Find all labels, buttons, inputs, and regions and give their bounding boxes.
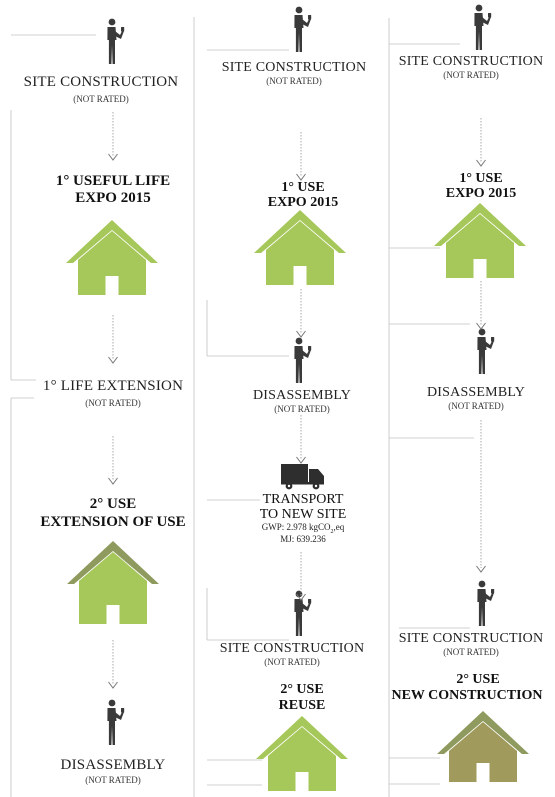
- down-arrow-icon: [476, 117, 486, 167]
- site-construction-label: SITE CONSTRUCTION: [398, 631, 544, 646]
- down-arrow-icon: [108, 111, 118, 161]
- truck-icon: [281, 464, 324, 490]
- site-construction-label: SITE CONSTRUCTION: [398, 54, 544, 69]
- first-use-title: 1° USE: [281, 180, 325, 195]
- house-icon: [66, 220, 158, 295]
- gwp-value: GWP: 2.978 kgCO2,eq: [261, 522, 345, 535]
- down-arrow-icon: [296, 288, 306, 338]
- connector-lines: [10, 17, 474, 797]
- person-standing-icon: [107, 18, 125, 65]
- not-rated-label: (NOT RATED): [73, 94, 129, 104]
- not-rated-label: (NOT RATED): [274, 404, 330, 414]
- transport-label: TRANSPORT: [262, 492, 344, 507]
- to-new-site-label: TO NEW SITE: [259, 507, 347, 522]
- not-rated-label: (NOT RATED): [85, 398, 141, 408]
- house-icon: [254, 210, 346, 285]
- expo-2015-title: EXPO 2015: [445, 186, 517, 201]
- down-arrow-icon: [296, 131, 306, 181]
- disassembly-label: DISASSEMBLY: [426, 385, 526, 400]
- reuse-title: REUSE: [278, 698, 326, 713]
- person-standing-icon: [477, 328, 495, 374]
- house-icon: [256, 716, 348, 791]
- not-rated-label: (NOT RATED): [264, 657, 320, 667]
- second-use-title: 2° USE: [89, 496, 137, 512]
- house-icon-extension: [67, 541, 159, 624]
- person-standing-icon: [294, 337, 312, 383]
- expo-2015-title: EXPO 2015: [75, 190, 151, 206]
- down-arrow-icon: [108, 435, 118, 485]
- not-rated-label: (NOT RATED): [266, 76, 322, 86]
- down-arrow-long: [476, 420, 486, 573]
- expo-2015-title: EXPO 2015: [267, 195, 339, 210]
- new-construction-title: NEW CONSTRUCTION: [391, 688, 543, 703]
- down-arrow-icon: [108, 639, 118, 689]
- person-standing-icon: [474, 4, 492, 51]
- site-construction-label: SITE CONSTRUCTION: [23, 74, 179, 90]
- down-arrow-icon: [296, 414, 306, 464]
- mj-value: MJ: 639.236: [280, 534, 326, 544]
- down-arrow-icon: [108, 314, 118, 364]
- person-standing-icon: [107, 699, 125, 745]
- not-rated-label: (NOT RATED): [443, 647, 499, 657]
- disassembly-label: DISASSEMBLY: [60, 757, 166, 773]
- house-icon: [434, 203, 526, 278]
- house-icon-new-construction: [437, 711, 529, 782]
- site-construction-label: SITE CONSTRUCTION: [219, 641, 365, 656]
- first-use-title: 1° USE: [459, 171, 503, 186]
- not-rated-label: (NOT RATED): [443, 70, 499, 80]
- not-rated-label: (NOT RATED): [448, 401, 504, 411]
- disassembly-label: DISASSEMBLY: [252, 388, 352, 403]
- person-standing-icon: [294, 6, 312, 53]
- second-use-title: 2° USE: [456, 672, 500, 687]
- not-rated-label: (NOT RATED): [85, 775, 141, 785]
- life-extension-label: 1° LIFE EXTENSION: [42, 378, 184, 394]
- useful-life-title: 1° USEFUL LIFE: [55, 173, 171, 189]
- down-arrow-icon: [476, 280, 486, 330]
- extension-of-use-title: EXTENSION OF USE: [40, 514, 186, 530]
- person-standing-icon: [477, 580, 495, 626]
- site-construction-label: SITE CONSTRUCTION: [221, 60, 367, 75]
- second-use-title: 2° USE: [280, 682, 324, 697]
